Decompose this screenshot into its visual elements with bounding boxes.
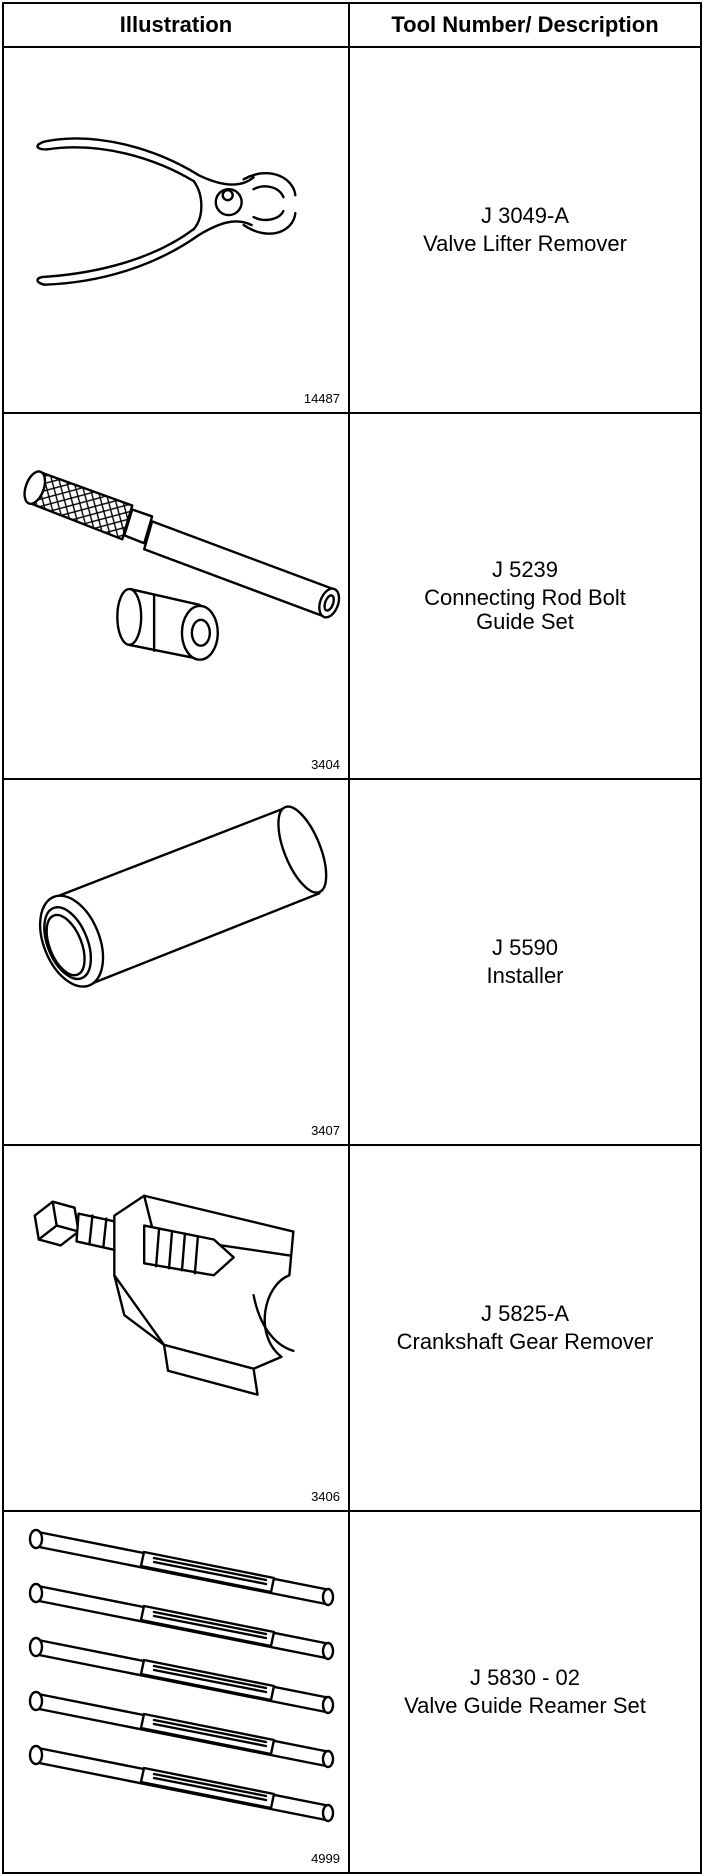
figure-number: 14487 <box>303 391 340 406</box>
tool-number: J 3049-A <box>480 203 570 228</box>
figure-number: 3404 <box>311 757 340 772</box>
reamer-set-illustration <box>28 1528 335 1823</box>
table-row: 4999 J 5830 - 02 Valve Guide Reamer Set <box>4 1512 700 1872</box>
table-row: 14487 J 3049-A Valve Lifter Remover <box>4 48 700 414</box>
tool-number: J 5590 <box>491 935 559 960</box>
tool-description: Valve Guide Reamer Set <box>404 1693 646 1718</box>
table-header: Illustration Tool Number/ Description <box>4 4 700 48</box>
cylinder-installer-illustration <box>38 805 328 988</box>
pliers-illustration <box>36 137 297 286</box>
tool-info-cell: J 5239 Connecting Rod Bolt Guide Set <box>350 414 700 778</box>
illustration-cell: 3406 <box>4 1146 350 1510</box>
figure-number: 3407 <box>311 1123 340 1138</box>
tool-description: Valve Lifter Remover <box>423 231 627 256</box>
bolt-guide-set-illustration <box>23 470 341 661</box>
tool-info-cell: J 5825-A Crankshaft Gear Remover <box>350 1146 700 1510</box>
tool-info-cell: J 5830 - 02 Valve Guide Reamer Set <box>350 1512 700 1872</box>
tool-number: J 5239 <box>491 557 559 582</box>
illustration-cell: 4999 <box>4 1512 350 1872</box>
table-row: 3407 J 5590 Installer <box>4 780 700 1146</box>
figure-number: 4999 <box>311 1851 340 1866</box>
illustration-cell: 3404 <box>4 414 350 778</box>
gear-puller-illustration <box>33 1194 295 1396</box>
header-illustration: Illustration <box>4 4 350 46</box>
table-row: 3404 J 5239 Connecting Rod Bolt Guide Se… <box>4 414 700 780</box>
illustration-cell: 3407 <box>4 780 350 1144</box>
tool-description: Connecting Rod Bolt Guide Set <box>424 585 626 634</box>
tool-number: J 5830 - 02 <box>469 1665 581 1690</box>
tool-info-cell: J 5590 Installer <box>350 780 700 1144</box>
table-row: 3406 J 5825-A Crankshaft Gear Remover <box>4 1146 700 1512</box>
tool-description: Crankshaft Gear Remover <box>396 1329 654 1354</box>
tool-info-cell: J 3049-A Valve Lifter Remover <box>350 48 700 412</box>
tool-number: J 5825-A <box>480 1301 570 1326</box>
header-tool-number-description: Tool Number/ Description <box>391 12 659 37</box>
tool-description: Installer <box>486 963 564 988</box>
illustration-cell: 14487 <box>4 48 350 412</box>
figure-number: 3406 <box>311 1489 340 1504</box>
